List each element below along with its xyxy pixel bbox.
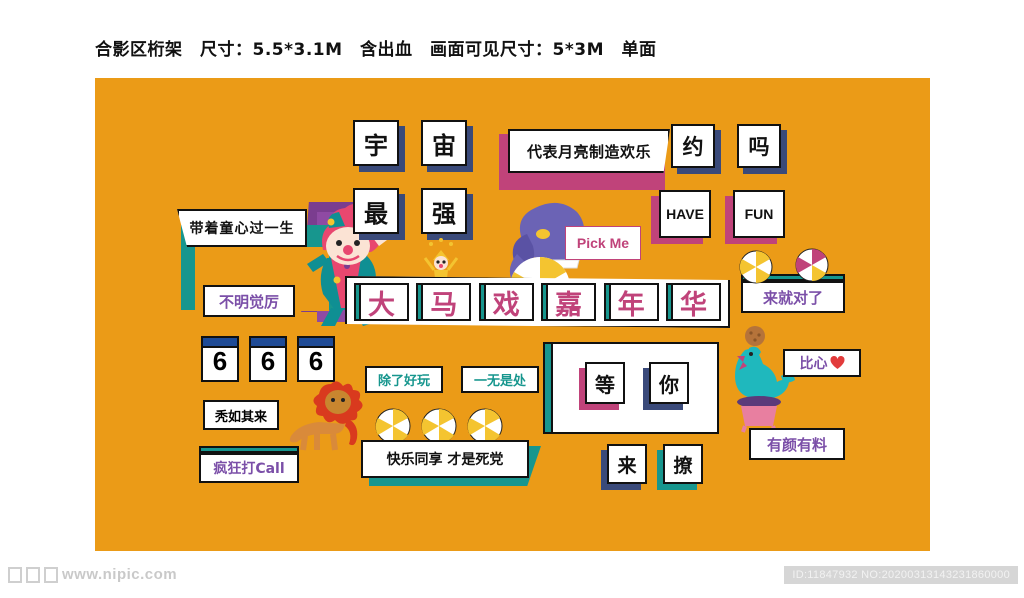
beach-ball-1 (739, 250, 773, 284)
logo-square-2 (26, 566, 40, 583)
tile-deng: 等 (585, 362, 625, 404)
seal-illustration (735, 326, 795, 433)
title-char-2: 戏 (479, 283, 534, 321)
title-char-1: 马 (416, 283, 471, 321)
beach-ball-5 (467, 408, 503, 444)
tag-yiwu: 一无是处 (461, 366, 539, 393)
title-char-4: 年 (604, 283, 659, 321)
tag-buming: 不明觉厉 (203, 285, 295, 317)
tag-tuiru: 秃如其来 (203, 400, 279, 430)
bixin-label: 比心 (799, 356, 828, 372)
slogan-tongxin: 带着童心过一生 (177, 209, 307, 247)
laijiu-cap (741, 274, 845, 281)
tag-kuaile: 快乐同享 才是死党 (361, 440, 529, 478)
logo-square-1 (8, 566, 22, 583)
spec-caption: 合影区桁架 尺寸：5.5*3.1M 含出血 画面可见尺寸：5*3M 单面 (95, 39, 657, 60)
heart-icon (829, 355, 845, 369)
dengni-panel (551, 342, 719, 434)
six-box-2: 6 (297, 336, 335, 382)
site-watermark: www.nipic.com (8, 566, 177, 583)
tile-zhou: 宙 (421, 120, 467, 166)
tag-fun: FUN (733, 190, 785, 238)
six-box-1: 6 (249, 336, 287, 382)
logo-square-3 (44, 566, 58, 583)
tile-yu: 宇 (353, 120, 399, 166)
tag-have: HAVE (659, 190, 711, 238)
tag-youyan: 有颜有料 (749, 428, 845, 460)
tile-qiang: 强 (421, 188, 467, 234)
beach-ball-2 (795, 248, 829, 282)
tag-laijiu: 来就对了 (741, 281, 845, 313)
image-id-watermark: ID:11847932 NO:20200313143231860000 (784, 566, 1018, 584)
tag-bixin: 比心 (783, 349, 861, 377)
tag-pickme: Pick Me (565, 226, 641, 260)
beach-ball-4 (421, 408, 457, 444)
title-char-0: 大 (354, 283, 409, 321)
tile-liao: 撩 (663, 444, 703, 484)
title-char-5: 华 (666, 283, 721, 321)
site-url: www.nipic.com (62, 566, 178, 583)
tag-fengkuang: 疯狂打Call (199, 453, 299, 483)
tile-zui: 最 (353, 188, 399, 234)
lion-illustration (289, 381, 363, 451)
tile-ma: 吗 (737, 124, 781, 168)
tile-lai: 来 (607, 444, 647, 484)
poster-canvas: 带着童心过一生 宇 宙 最 强 代表月亮制造欢乐 约 吗 HAVE (95, 78, 930, 551)
slogan-daibiao: 代表月亮制造欢乐 (508, 129, 670, 173)
six-box-0: 6 (201, 336, 239, 382)
tag-chule: 除了好玩 (365, 366, 443, 393)
title-char-3: 嘉 (541, 283, 596, 321)
tile-yue: 约 (671, 124, 715, 168)
main-title-banner: 大 马 戏 嘉 年 华 (345, 276, 730, 328)
beach-ball-3 (375, 408, 411, 444)
fengkuang-cap (199, 446, 299, 453)
tile-ni: 你 (649, 362, 689, 404)
